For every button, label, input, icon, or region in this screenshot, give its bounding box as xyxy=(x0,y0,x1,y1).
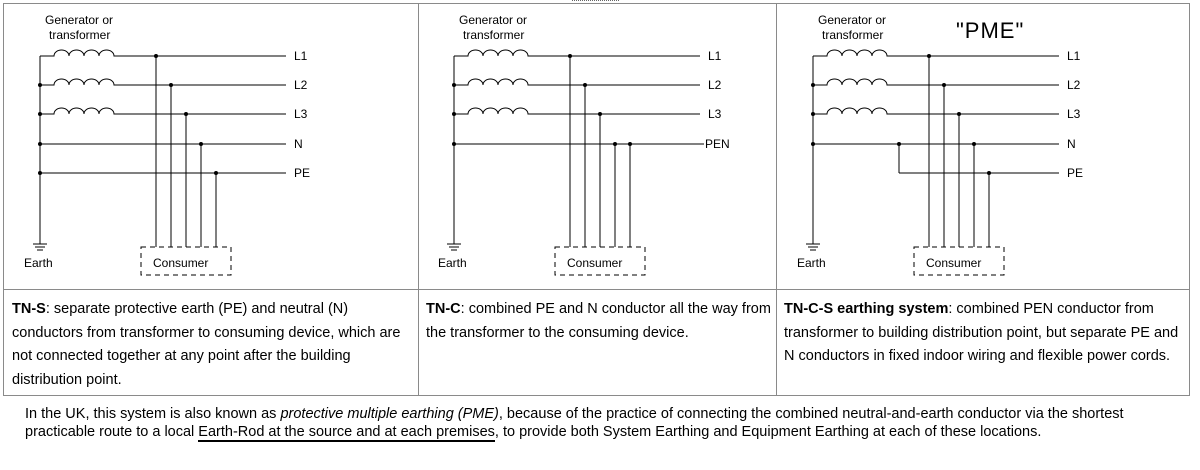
caption-text: : separate protective earth (PE) and neu… xyxy=(12,301,401,388)
tn-s-caption: TN-S: separate protective earth (PE) and… xyxy=(12,298,412,392)
source-label: transformer xyxy=(49,28,110,42)
note-text: , to provide both System Earthing and Eq… xyxy=(494,424,1042,440)
pen-label: PEN xyxy=(705,137,730,151)
n-label: N xyxy=(1067,137,1076,151)
earth-label: Earth xyxy=(438,256,467,270)
l1-label: L1 xyxy=(708,49,722,63)
note-text: , because of the practice of connecting … xyxy=(25,406,1124,440)
column-divider xyxy=(418,3,419,395)
pme-title: "PME" xyxy=(956,18,1024,43)
pe-label: PE xyxy=(294,166,310,180)
earth-label: Earth xyxy=(797,256,826,270)
note-underlined: Earth-Rod at the source and at each prem… xyxy=(198,424,495,442)
source-label: Generator or xyxy=(459,13,527,27)
top-mark xyxy=(572,0,619,3)
caption-title: TN-S xyxy=(12,301,46,317)
l1-label: L1 xyxy=(1067,49,1081,63)
caption-text: : combined PEN conductor from transforme… xyxy=(784,301,1179,364)
row-divider xyxy=(3,289,1189,290)
source-label: Generator or xyxy=(45,13,113,27)
l2-label: L2 xyxy=(708,78,722,92)
consumer-label: Consumer xyxy=(926,256,981,270)
tn-c-s-svg: Generator or transformer "PME" L1 L2 L3 … xyxy=(797,13,1083,276)
column-divider xyxy=(776,3,777,395)
l1-label: L1 xyxy=(294,49,308,63)
note-italic: protective multiple earthing (PME) xyxy=(280,406,499,422)
pme-note: In the UK, this system is also known as … xyxy=(25,405,1145,442)
consumer-label: Consumer xyxy=(153,256,208,270)
tn-s-svg: Generator or transformer L1 L2 L3 N PE E… xyxy=(24,13,310,276)
earth-label: Earth xyxy=(24,256,53,270)
tn-c-caption: TN-C: combined PE and N conductor all th… xyxy=(426,298,771,345)
consumer-label: Consumer xyxy=(567,256,622,270)
l3-label: L3 xyxy=(294,107,308,121)
l2-label: L2 xyxy=(1067,78,1081,92)
tn-c-svg: Generator or transformer L1 L2 L3 PEN Ea… xyxy=(438,13,730,276)
tn-s-diagram: Generator or transformer L1 L2 L3 N PE E… xyxy=(3,4,358,289)
tn-c-s-diagram: Generator or transformer "PME" L1 L2 L3 … xyxy=(776,4,1131,289)
l3-label: L3 xyxy=(708,107,722,121)
caption-title: TN-C xyxy=(426,301,461,317)
tn-c-s-caption: TN-C-S earthing system: combined PEN con… xyxy=(784,298,1186,369)
note-text: In the UK, this system is also known as xyxy=(25,406,281,422)
tn-c-diagram: Generator or transformer L1 L2 L3 PEN Ea… xyxy=(417,4,772,289)
n-label: N xyxy=(294,137,303,151)
table-frame xyxy=(3,3,1190,396)
source-label: transformer xyxy=(463,28,524,42)
l2-label: L2 xyxy=(294,78,308,92)
l3-label: L3 xyxy=(1067,107,1081,121)
caption-text: : combined PE and N conductor all the wa… xyxy=(426,301,771,341)
source-label: transformer xyxy=(822,28,883,42)
source-label: Generator or xyxy=(818,13,886,27)
pe-label: PE xyxy=(1067,166,1083,180)
caption-title: TN-C-S earthing system xyxy=(784,301,949,317)
